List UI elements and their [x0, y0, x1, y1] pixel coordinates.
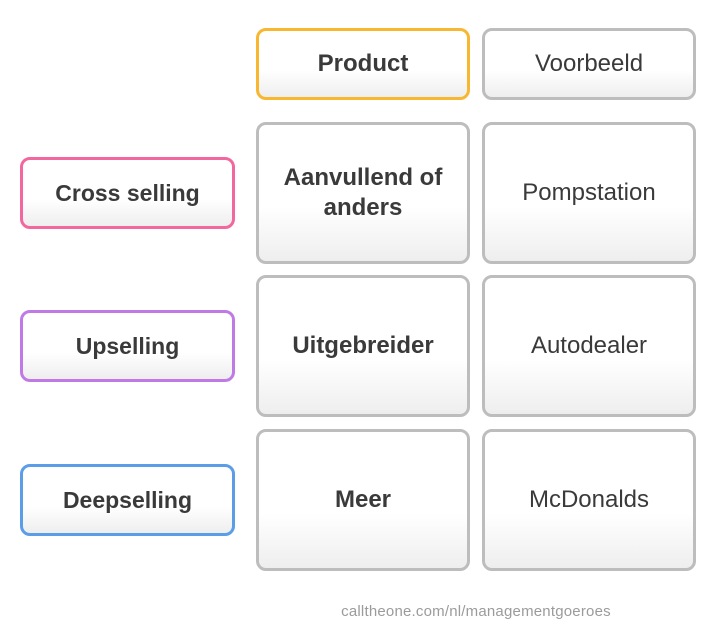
- cross-selling-example-box: Pompstation: [482, 122, 696, 264]
- footer-credit: calltheone.com/nl/managementgoeroes: [0, 603, 717, 620]
- cross-selling-product-box: Aanvullend of anders: [256, 122, 470, 264]
- upselling-product-box: Uitgebreider: [256, 275, 470, 417]
- cross-selling-label-box: Cross selling: [20, 157, 235, 229]
- cross-selling-product: Aanvullend of anders: [283, 164, 443, 221]
- upselling-label: Upselling: [75, 333, 180, 359]
- example-header-label: Voorbeeld: [534, 50, 644, 77]
- upselling-example: Autodealer: [530, 332, 648, 359]
- cross-selling-label: Cross selling: [55, 180, 200, 206]
- upselling-label-box: Upselling: [20, 310, 235, 382]
- deepselling-example: McDonalds: [528, 486, 650, 513]
- deepselling-example-box: McDonalds: [482, 429, 696, 571]
- deepselling-product: Meer: [334, 486, 392, 513]
- deepselling-product-box: Meer: [256, 429, 470, 571]
- cross-selling-example: Pompstation: [522, 179, 656, 206]
- deepselling-label: Deepselling: [62, 487, 193, 513]
- example-header: Voorbeeld: [482, 28, 696, 100]
- upselling-example-box: Autodealer: [482, 275, 696, 417]
- product-header: Product: [256, 28, 470, 100]
- deepselling-label-box: Deepselling: [20, 464, 235, 536]
- product-header-label: Product: [317, 50, 409, 77]
- footer-credit-text: calltheone.com/nl/managementgoeroes: [341, 603, 611, 620]
- upselling-product: Uitgebreider: [292, 332, 434, 359]
